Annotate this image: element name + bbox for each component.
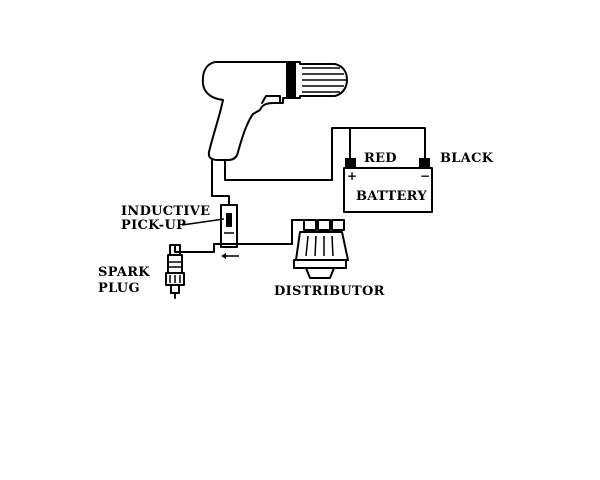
inductive-label-line2: PICK-UP xyxy=(121,218,186,233)
distributor-label: DISTRIBUTOR xyxy=(274,284,385,299)
red-label: RED xyxy=(364,151,397,166)
spark-label-line2: PLUG xyxy=(98,281,140,296)
spark-plug xyxy=(165,244,185,299)
timing-light-gun xyxy=(201,61,348,161)
battery-black-wire xyxy=(224,127,426,181)
battery-positive-terminal xyxy=(345,158,356,168)
spark-label-line1: SPARK xyxy=(98,265,150,280)
pickup-cable xyxy=(211,159,230,206)
gun-trigger xyxy=(261,95,281,104)
spark-plug-wire xyxy=(174,219,309,253)
battery-minus-sign: − xyxy=(420,169,430,183)
inductive-leader-line xyxy=(181,218,225,226)
battery: + − BATTERY xyxy=(343,158,433,213)
battery-negative-terminal xyxy=(419,158,430,168)
battery-plus-sign: + xyxy=(347,169,357,183)
battery-label: BATTERY xyxy=(356,189,427,204)
battery-case xyxy=(343,167,433,213)
black-label: BLACK xyxy=(440,151,494,166)
wires xyxy=(174,127,426,253)
gun-band xyxy=(286,62,296,98)
distributor xyxy=(293,219,349,279)
inductive-pickup xyxy=(220,204,239,259)
inductive-label-line1: INDUCTIVE xyxy=(121,204,210,219)
